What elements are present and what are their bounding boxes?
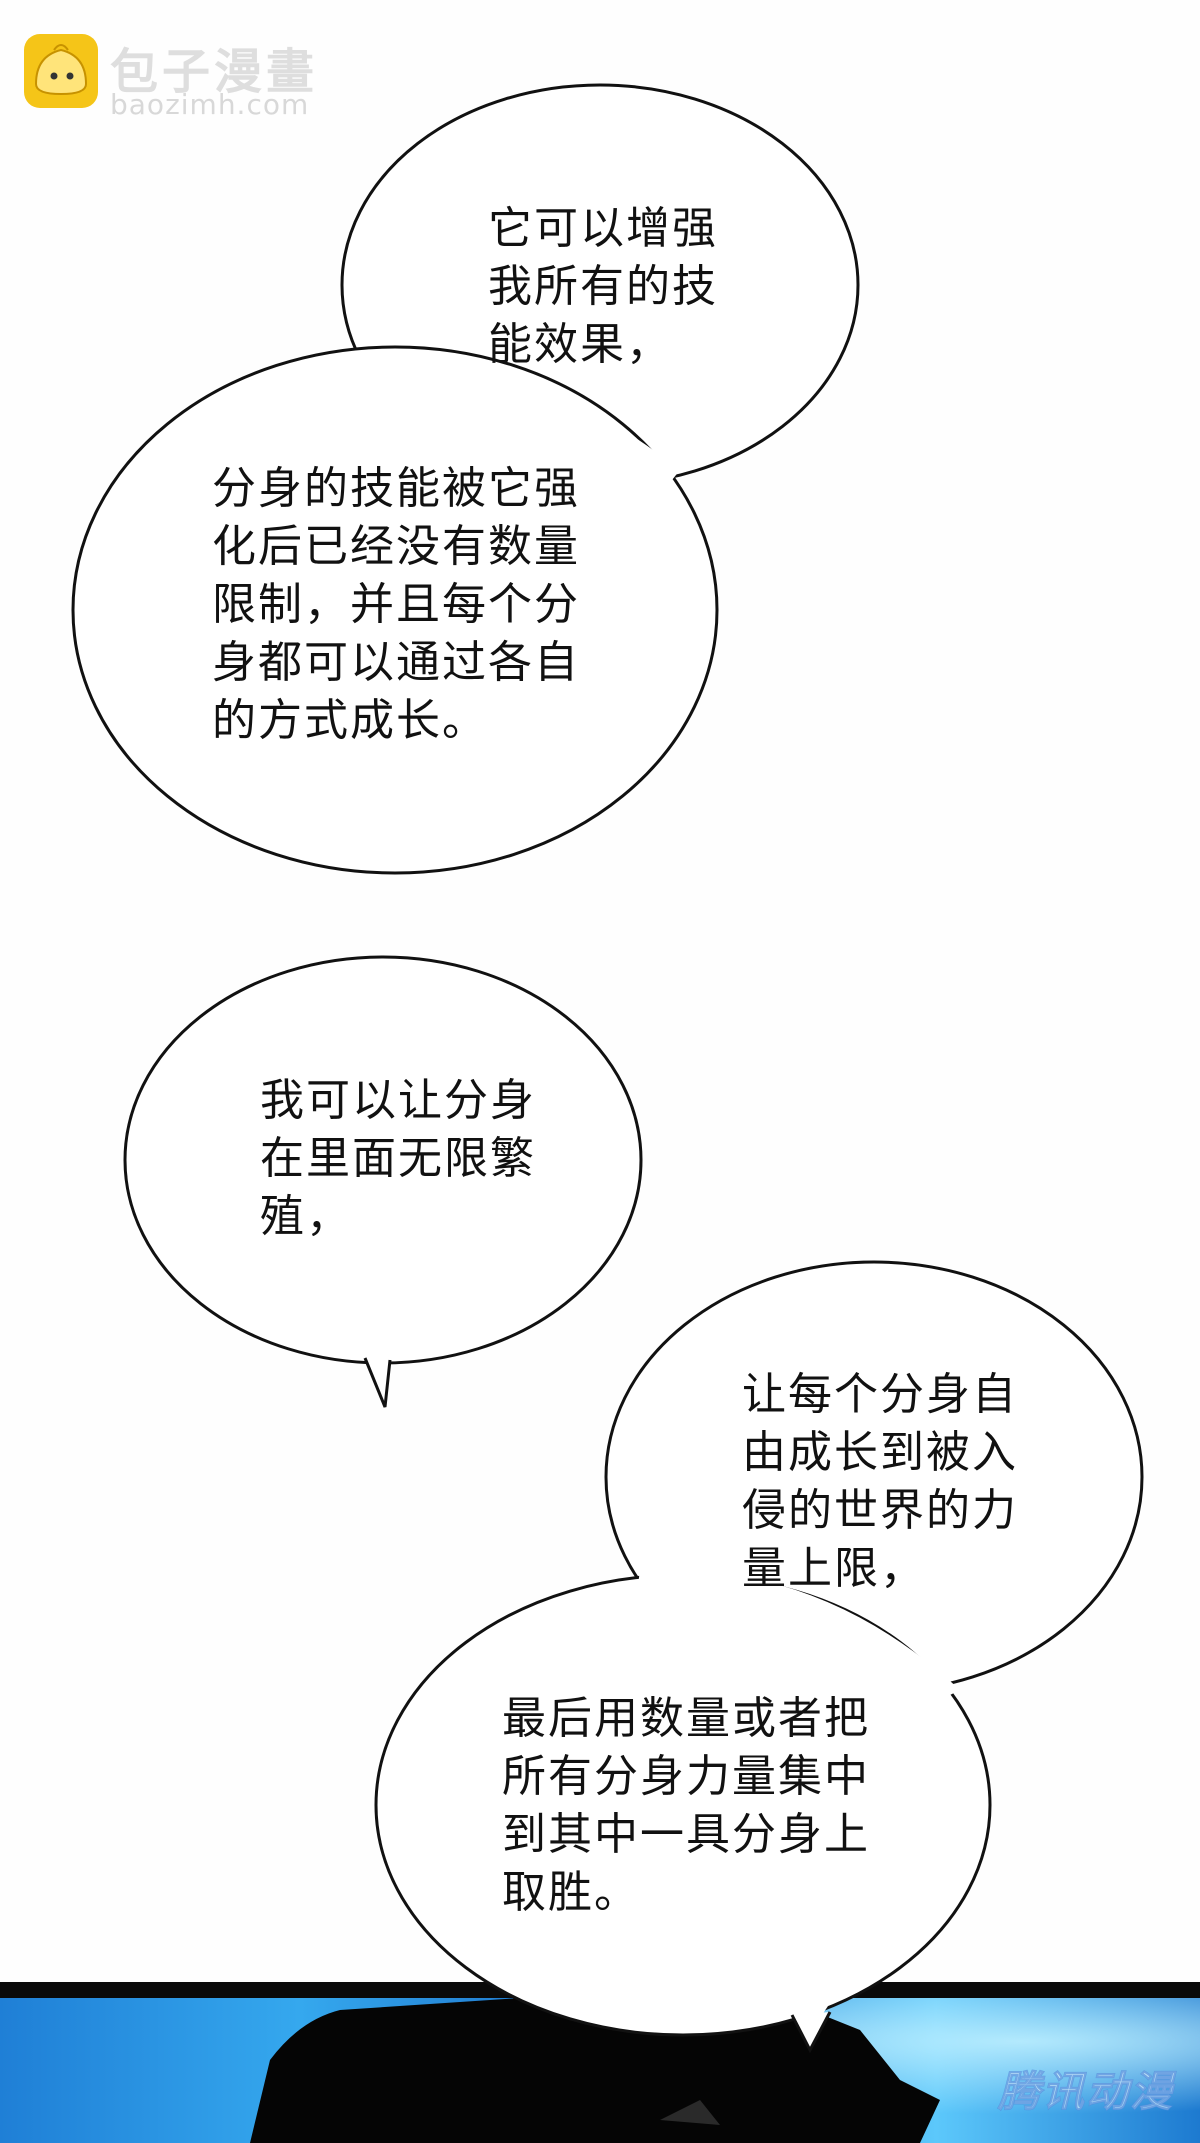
watermark-url: baozimh.com (110, 88, 310, 121)
character-silhouette (250, 1998, 940, 2143)
speech-bubble-3 (123, 955, 643, 1408)
bubble-3-text: 我可以让分身 在里面无限繁 殖， (260, 1075, 536, 1242)
baozi-logo-icon (24, 34, 98, 108)
bubble-1-text: 它可以增强 我所有的技 能效果， (488, 203, 718, 370)
watermark: 包子漫畫 baozimh.com (24, 30, 344, 121)
watermark-name: 包子漫畫 (110, 44, 319, 100)
bubble-4-text: 让每个分身自 由成长到被入 侵的世界的力 量上限， (742, 1369, 1018, 1594)
bubble-2-text: 分身的技能被它强 化后已经没有数量 限制，并且每个分 身都可以通过各自 的方式成… (212, 463, 580, 746)
tencent-watermark: 腾讯动漫 (997, 2067, 1174, 2117)
bubble-5-text: 最后用数量或者把 所有分身力量集中 到其中一具分身上 取胜。 (502, 1693, 870, 1918)
bottom-panel (0, 1982, 1200, 2143)
